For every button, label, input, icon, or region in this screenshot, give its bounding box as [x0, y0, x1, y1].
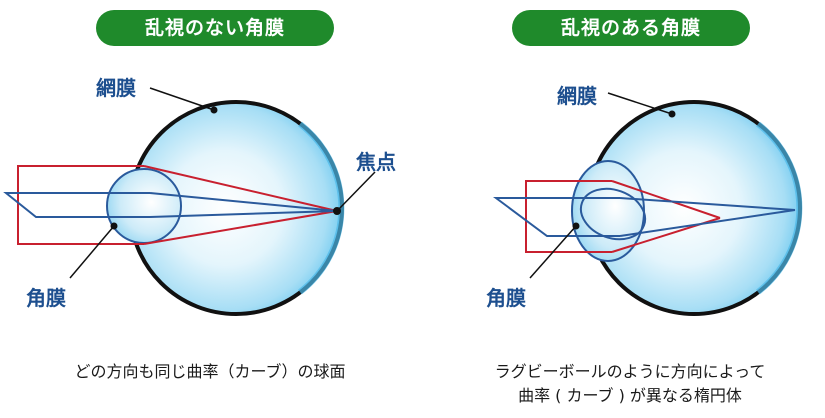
- right-caption-line1: ラグビーボールのように方向によって: [494, 362, 766, 381]
- left-blue-ray: [3, 192, 150, 218]
- right-caption-line2: 曲率 ( カーブ ) が異なる楕円体: [518, 386, 742, 405]
- left-retina-label: 網膜: [96, 76, 136, 100]
- title-no-astigmatism: 乱視のない角膜: [96, 10, 334, 46]
- left-eyeball-rim-shade: [298, 121, 345, 295]
- right-retina-label: 網膜: [557, 84, 597, 108]
- right-cornea-label: 角膜: [486, 286, 526, 310]
- left-caption: どの方向も同じ曲率（カーブ）の球面: [74, 362, 346, 381]
- left-diagram: [3, 87, 376, 316]
- right-eyeball-rim-shade: [756, 121, 803, 295]
- left-focus-label: 焦点: [356, 150, 396, 174]
- left-red-ray: [17, 165, 144, 245]
- right-red-ray: [525, 180, 612, 253]
- right-diagram: [492, 92, 803, 316]
- left-cornea-label: 角膜: [26, 286, 66, 310]
- left-cornea: [106, 168, 182, 244]
- right-blue-ray: [492, 197, 620, 237]
- title-astigmatism: 乱視のある角膜: [512, 10, 750, 46]
